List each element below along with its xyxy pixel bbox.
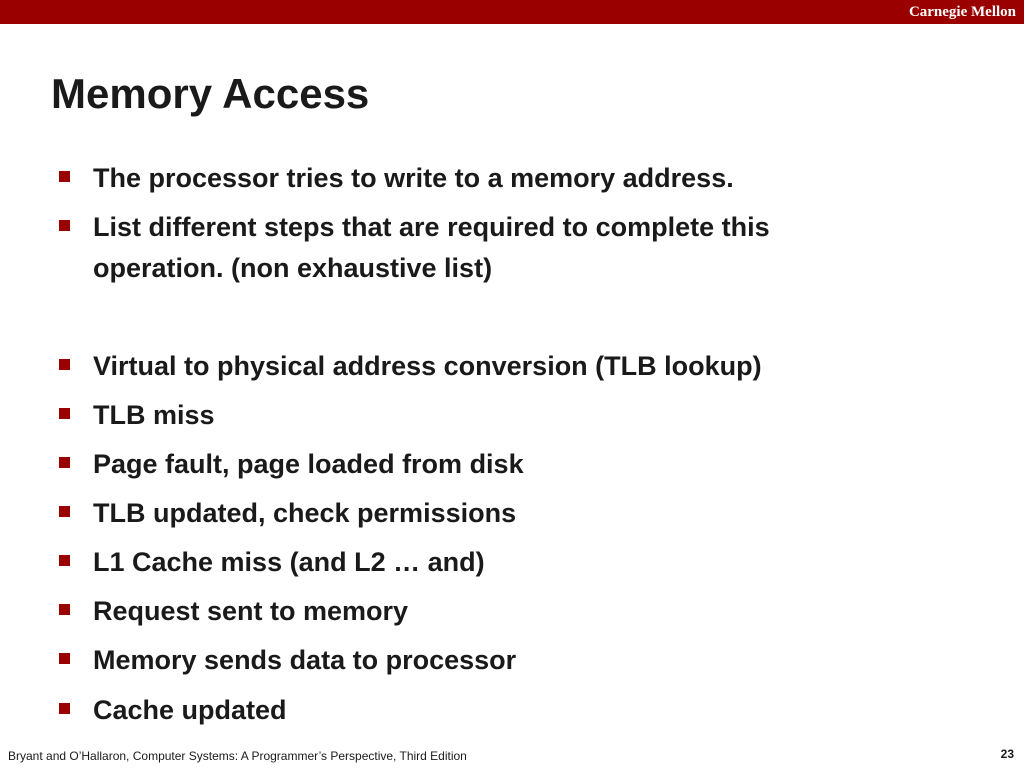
square-bullet-icon — [59, 457, 70, 468]
square-bullet-icon — [59, 359, 70, 370]
square-bullet-icon — [59, 220, 70, 231]
bullet-text: The processor tries to write to a memory… — [93, 163, 734, 193]
bullet-text: List different steps that are required t… — [93, 212, 770, 283]
square-bullet-icon — [59, 506, 70, 517]
bullet-text: Page fault, page loaded from disk — [93, 449, 524, 479]
bullet-text: Request sent to memory — [93, 596, 409, 626]
bullet-text: Virtual to physical address conversion (… — [93, 351, 762, 381]
bullet-text: TLB miss — [93, 400, 215, 430]
slide-title: Memory Access — [51, 70, 370, 117]
bullet-text: L1 Cache miss (and L2 … and) — [93, 547, 485, 577]
square-bullet-icon — [59, 653, 70, 664]
page-number: 23 — [1000, 747, 1014, 761]
bullet-text: Cache updated — [93, 695, 287, 725]
header-bar: Carnegie Mellon — [0, 0, 1024, 24]
square-bullet-icon — [59, 555, 70, 566]
bullet-text: TLB updated, check permissions — [93, 498, 517, 528]
square-bullet-icon — [59, 703, 70, 714]
square-bullet-icon — [59, 604, 70, 615]
institution-name: Carnegie Mellon — [908, 4, 1016, 20]
square-bullet-icon — [59, 408, 70, 419]
bullet-text: Memory sends data to processor — [93, 645, 517, 675]
footer-citation: Bryant and O’Hallaron, Computer Systems:… — [8, 749, 467, 763]
square-bullet-icon — [59, 171, 70, 182]
